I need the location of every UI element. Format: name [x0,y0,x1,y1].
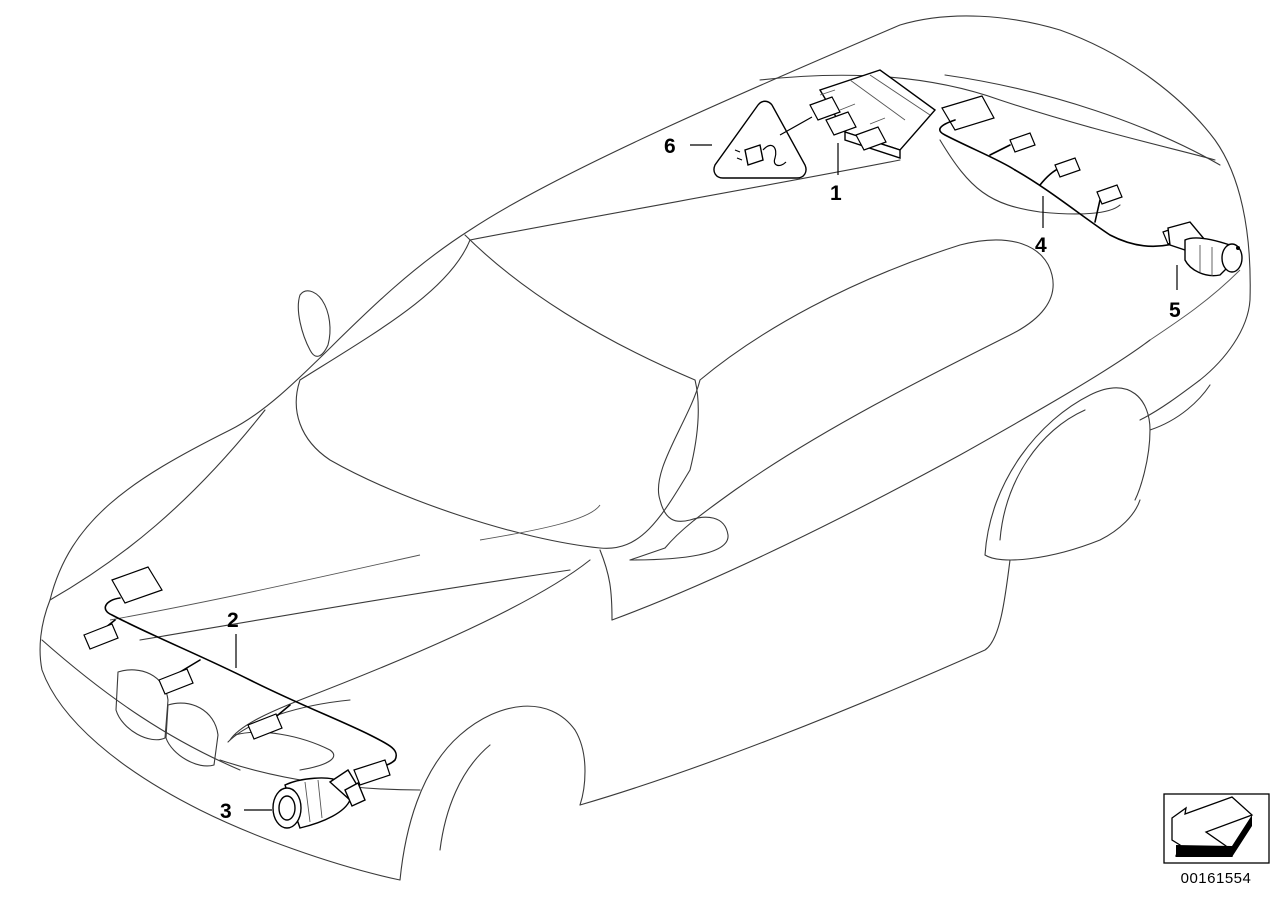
rear-wiring-harness [939,95,1189,248]
front-pdc-sensor [272,769,366,829]
warning-triangle-connector-icon [713,100,807,179]
callout-3: 3 [220,800,232,823]
orientation-arrow-icon [1163,793,1270,864]
catalog-number: 00161554 [1180,870,1252,887]
rear-pdc-sensor [1167,221,1243,277]
car-outline-icon [39,15,1251,881]
park-distance-control-unit [809,69,937,159]
callout-5: 5 [1169,299,1181,322]
callout-leaders [235,116,1178,811]
front-wiring-harness [83,566,397,786]
callout-2: 2 [227,609,239,632]
callout-4: 4 [1035,234,1047,257]
callout-1: 1 [830,182,842,205]
callout-6: 6 [664,135,676,158]
